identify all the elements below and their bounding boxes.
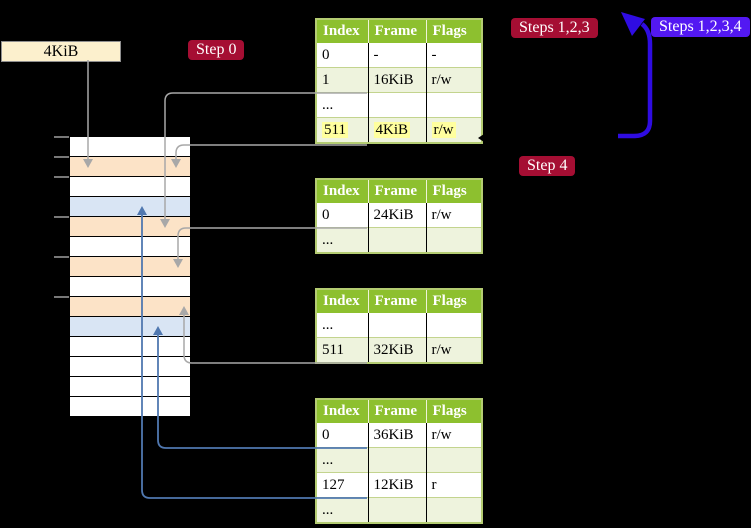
cell-flags: r/w [426,423,482,448]
memory-cell [70,337,190,356]
column-header: Flags [426,19,482,43]
cell-index: ... [316,497,369,523]
column-header: Frame [368,289,427,313]
memory-cell [70,277,190,296]
cell-index: ... [316,447,369,473]
cell-flags [426,227,482,253]
cell-frame: 12KiB [368,472,427,498]
step0-badge: Step 0 [188,40,245,60]
cell-frame: 24KiB [368,203,427,228]
memory-cell [70,197,190,216]
memory-cell [70,257,190,276]
memory-cell [70,137,190,156]
memory-cell [70,157,190,176]
cell-index: ... [316,92,369,118]
memory-cell [70,397,190,416]
column-header: Frame [368,399,427,423]
cell-index: 0 [316,43,369,68]
cell-index: 511 [316,337,369,363]
cell-flags [426,92,482,118]
cell-flags: r/w [426,337,482,363]
cell-index: 0 [316,423,369,448]
steps-loop-arrow-head [621,12,645,36]
table-row: ... [316,92,482,118]
cell-flags: - [426,43,482,68]
cell-frame: - [368,43,427,68]
cell-index: 127 [316,472,369,498]
memory-cell [70,297,190,316]
cell-frame: 36KiB [368,423,427,448]
cell-frame [368,497,427,523]
memory-tick [54,176,69,178]
highlighted-value: r/w [431,121,456,138]
cell-flags: r [426,472,482,498]
memory-cell [70,357,190,376]
cell-flags: r/w [426,67,482,93]
table-row: 511 4KiB r/w [316,117,482,143]
column-header: Flags [426,399,482,423]
cell-frame: 4KiB [368,117,427,143]
cell-frame: 32KiB [368,337,427,363]
cell-flags: r/w [426,203,482,228]
memory-tick [54,156,69,158]
cell-flags [426,447,482,473]
highlighted-value: 4KiB [373,121,411,138]
memory-tick [54,296,69,298]
cell-index: 1 [316,67,369,93]
cell-index: ... [316,227,369,253]
cell-flags [426,313,482,338]
memory-cell [70,217,190,236]
column-header: Index [316,179,369,203]
connector-line-table1-row-511 [175,144,367,159]
cell-frame: 16KiB [368,67,427,93]
table-row: ... [316,447,482,473]
memory-tick [54,136,69,138]
memory-cell [70,237,190,256]
column-header: Frame [368,179,427,203]
column-header: Flags [426,179,482,203]
cell-frame [368,313,427,338]
frame-size-label: 4KiB [1,41,121,62]
cell-index: 511 [316,117,369,143]
memory-cell [70,317,190,336]
memory-cell [70,177,190,196]
table-row: ... [316,497,482,523]
cell-frame [368,92,427,118]
column-header: Index [316,19,369,43]
table-row: ... [316,227,482,253]
cell-index: 0 [316,203,369,228]
cell-frame [368,447,427,473]
step4-badge: Step 4 [519,156,576,176]
steps-loop-arrow [618,22,653,139]
column-header: Index [316,399,369,423]
cell-frame [368,227,427,253]
column-header: Flags [426,289,482,313]
table-row: 0-- [316,43,482,68]
cell-index: ... [316,313,369,338]
table-row: ... [316,313,482,338]
memory-tick [54,216,69,218]
column-header: Frame [368,19,427,43]
cell-flags [426,497,482,523]
column-header: Index [316,289,369,313]
highlighted-value: 511 [322,121,348,138]
steps-123-badge: Steps 1,2,3 [511,18,598,38]
cell-flags: r/w [426,117,482,143]
memory-tick [54,256,69,258]
memory-cell [70,377,190,396]
steps-1234-badge: Steps 1,2,3,4 [651,17,750,37]
